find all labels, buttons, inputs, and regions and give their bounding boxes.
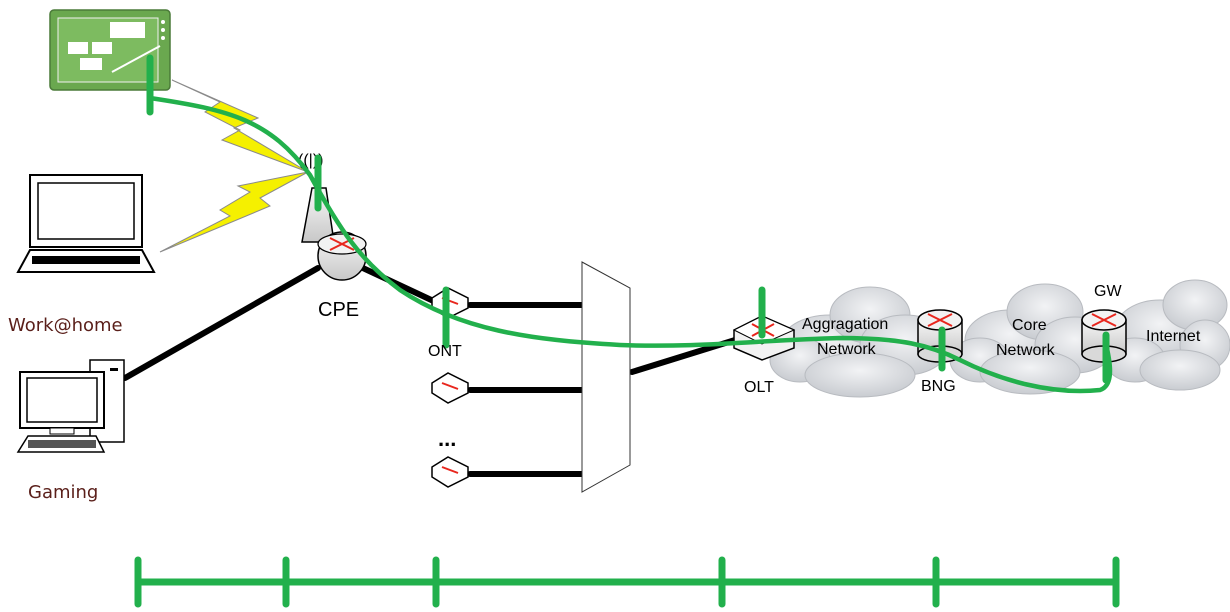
gaming-label: Gaming [28,482,98,503]
measurement-points [146,54,1110,384]
aggregation-label-line2: Network [817,341,877,358]
latency-path-curve [147,95,1113,394]
core-label-line2: Network [996,342,1056,359]
aggregation-cloud-icon [769,286,951,398]
work-at-home-label: Work@home [8,315,123,336]
gw-label: GW [1094,283,1122,300]
ont-device-icon [431,456,469,488]
tablet-icon [49,9,171,91]
aggregation-label-line1: Aggragation [802,316,888,333]
bng-label: BNG [921,378,956,395]
optical-splitter-icon [581,261,631,493]
laptop-wireless-bolt-icon [159,171,309,253]
desktop-computer-icon [16,359,125,453]
core-label-line1: Core [1012,317,1047,334]
internet-label: Internet [1146,328,1201,345]
ont-label: ONT [428,343,462,360]
ellipsis-label: ... [438,426,456,451]
wired-links [122,259,738,477]
olt-label: OLT [744,379,774,396]
segment-timeline [134,556,1120,608]
tablet-wireless-bolt-icon [171,79,309,173]
laptop-icon [16,174,156,273]
ont-device-icon [431,372,469,404]
cpe-label: CPE [318,299,359,321]
wireless-router-icon [301,187,367,281]
